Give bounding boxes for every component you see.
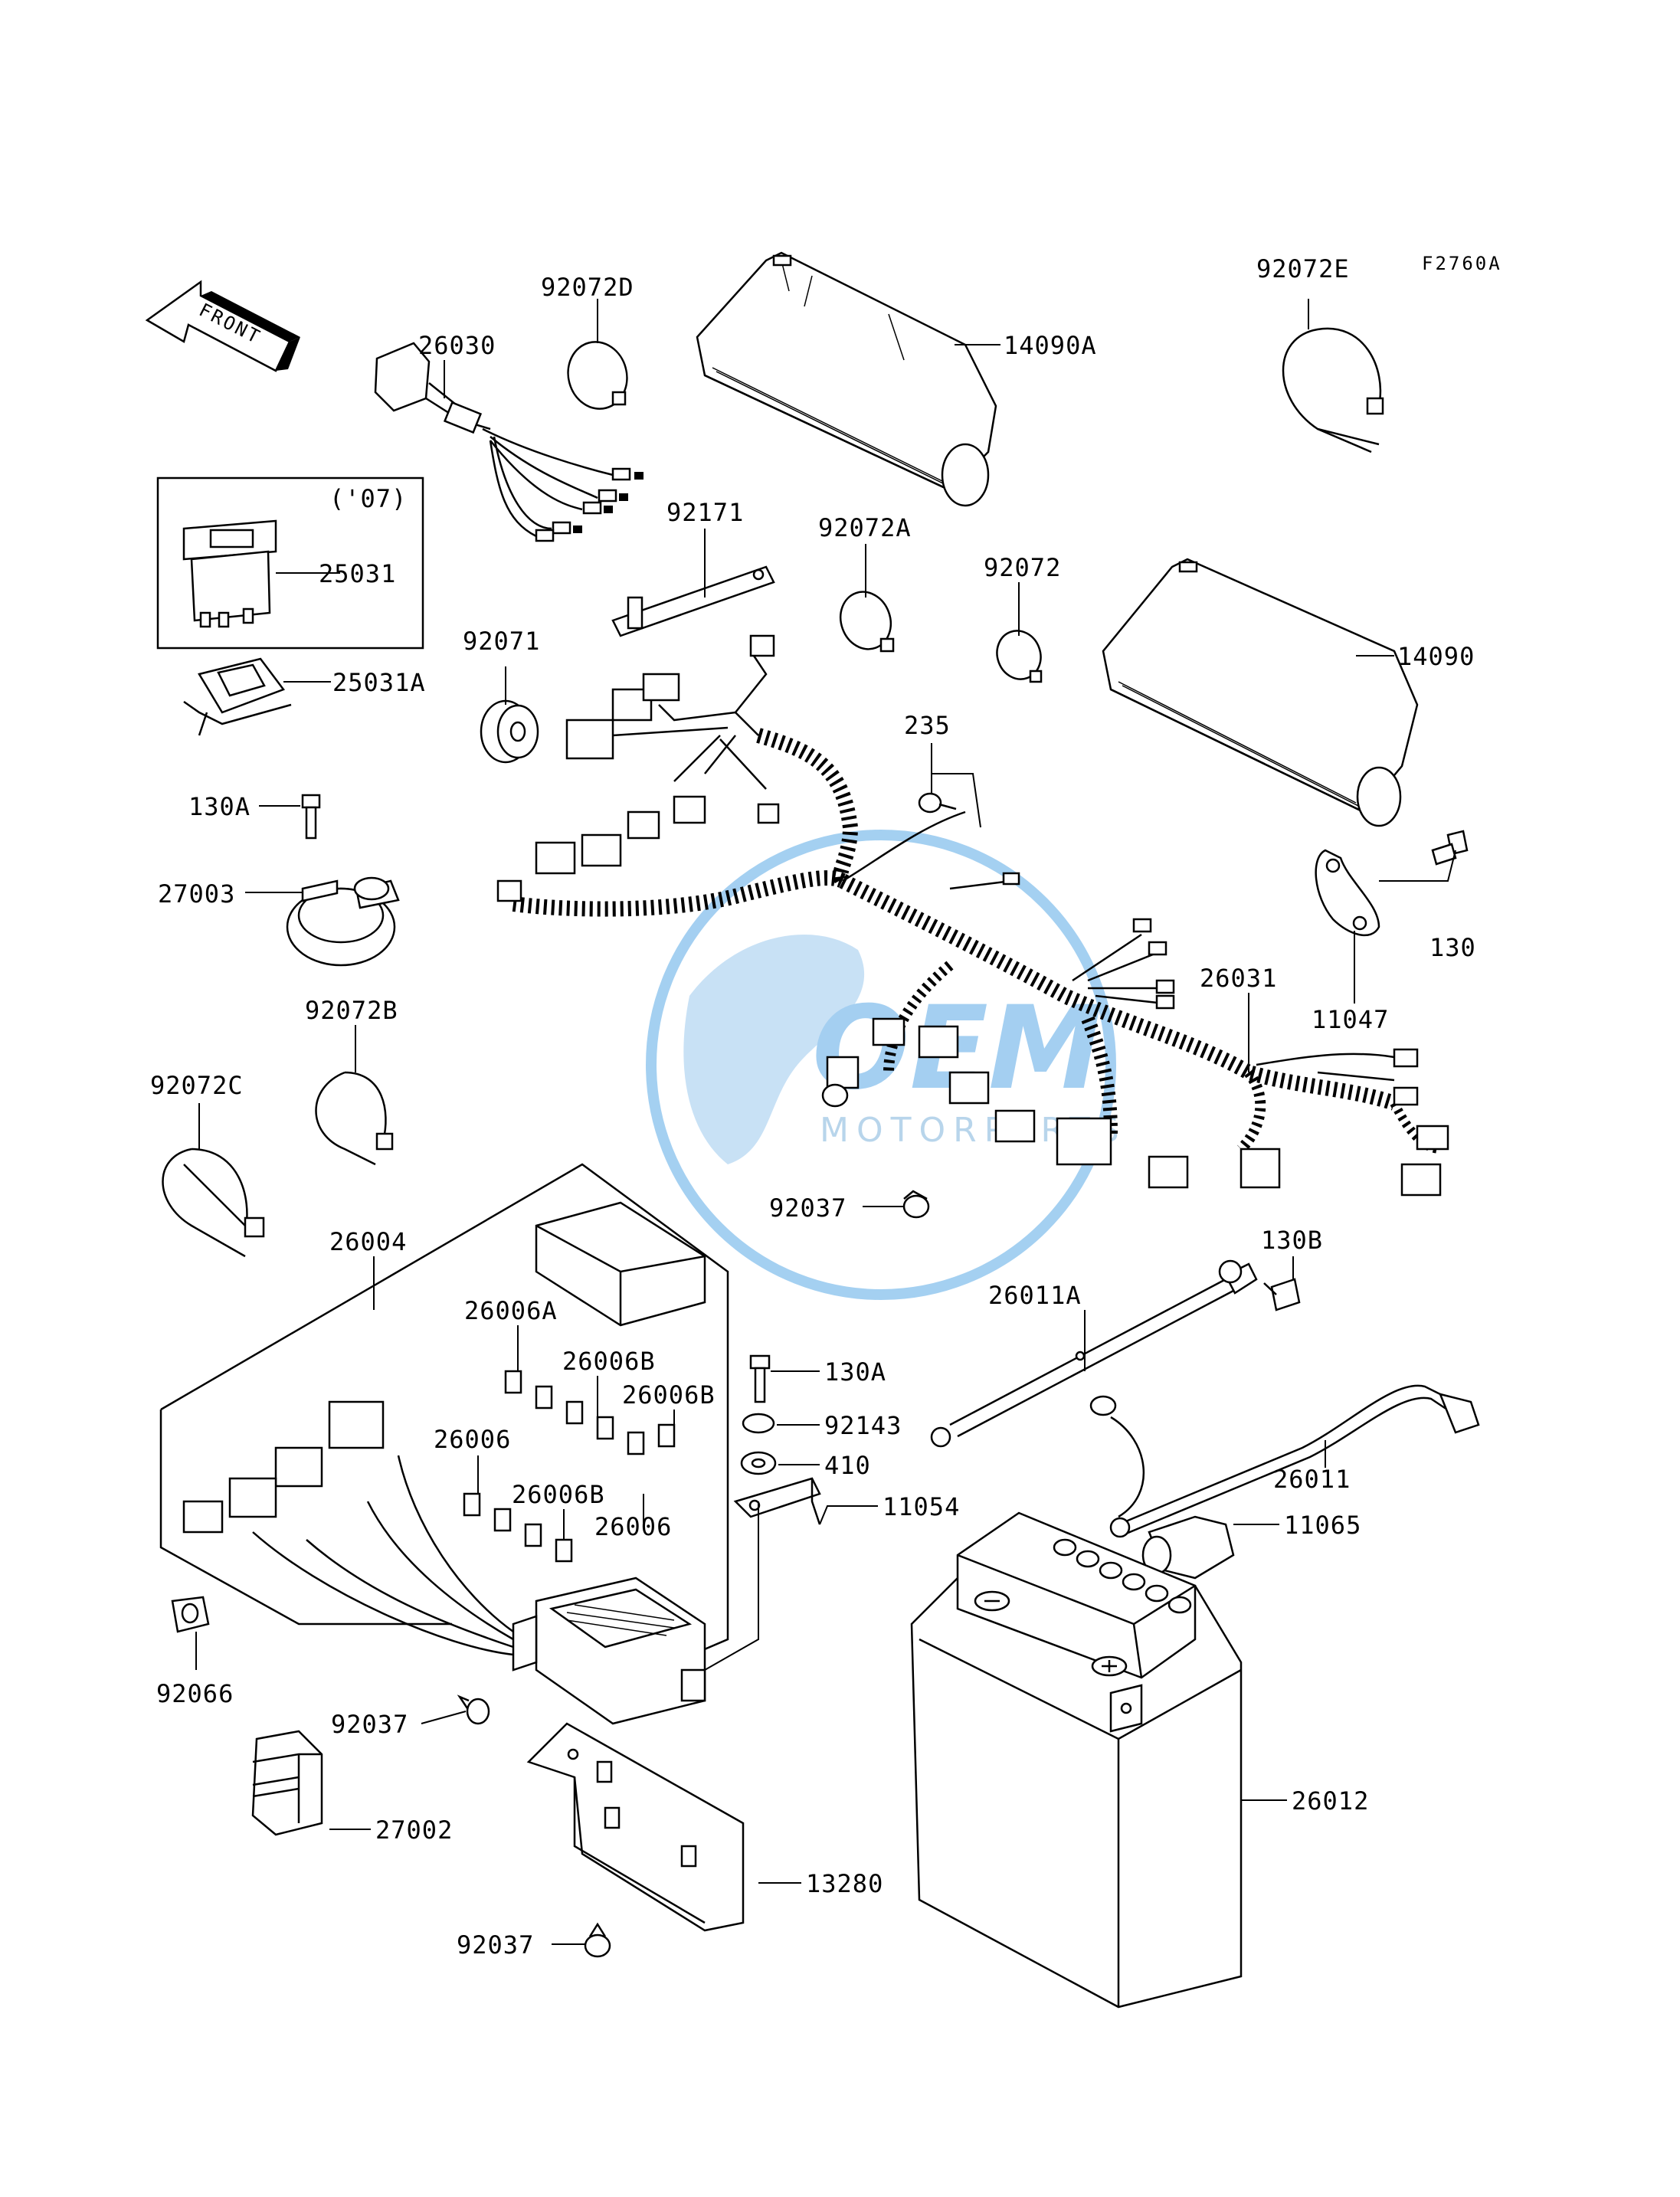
relay-27002-icon [251,1730,323,1836]
bracket-13280-icon [526,1722,745,1932]
label-27003: 27003 [158,879,235,909]
cable-band-92072d-icon [567,341,628,410]
label-92071: 92071 [463,627,540,656]
figure-code: F2760A [1422,253,1502,274]
rubber-92066-icon [171,1596,210,1633]
label-25031: 25031 [319,559,396,588]
main-harness-26031-icon [496,634,1449,1197]
hour-meter-box [156,476,424,650]
label-92037-mid: 92037 [769,1193,847,1223]
cover-14090-icon [1102,558,1419,827]
grommet-92071-icon [480,699,539,764]
label-11054: 11054 [883,1492,960,1521]
label-92171: 92171 [666,498,744,527]
battery-lead-26011-icon [1089,1384,1480,1538]
label-26011a: 26011A [988,1281,1082,1310]
label-26006-a: 26006 [434,1425,511,1454]
clamp-92037-low-icon [457,1694,490,1725]
stay-11047-icon [1315,849,1380,937]
junction-cover-icon [535,1201,706,1327]
label-25031a: 25031A [332,668,426,697]
label-92072c: 92072C [150,1071,244,1100]
label-130a-top: 130A [188,792,251,821]
label-11065: 11065 [1284,1511,1361,1540]
cover-14090a-icon [696,251,997,507]
label-92072d: 92072D [541,273,634,302]
label-26006-b: 26006 [594,1512,672,1541]
label-130: 130 [1429,933,1476,962]
bolt-130a-mid-icon [749,1354,771,1403]
label-410: 410 [824,1451,871,1480]
cable-band-92072a-icon [839,591,895,653]
label-130a-mid: 130A [824,1357,886,1387]
bracket-92171-icon [611,565,775,637]
label-26006b-c: 26006B [512,1480,605,1509]
label-92037-bot: 92037 [457,1930,534,1960]
hour-meter-25031-icon [182,519,277,628]
label-26006b-a: 26006B [562,1347,656,1376]
cable-band-92072b-icon [315,1071,394,1166]
label-14090: 14090 [1397,642,1475,671]
label-235: 235 [904,711,951,740]
clamp-92037-mid-icon [902,1190,930,1219]
label-92037-low: 92037 [331,1710,408,1739]
label-27002: 27002 [375,1816,453,1845]
cable-band-92072c-icon [162,1148,265,1258]
junction-group-outline [160,1163,729,1664]
watermark-globe-icon [683,935,865,1164]
horn-27003-icon [286,876,400,967]
battery-26012-icon [910,1511,1243,2009]
fuses-icon [463,1370,676,1563]
washer-410-icon [740,1451,777,1475]
label-26004: 26004 [329,1227,407,1256]
cable-band-92072e-icon [1282,327,1384,453]
label-26011: 26011 [1273,1465,1351,1494]
watermark-ring [646,830,1116,1300]
part-labels: 92072D 26030 14090A 92072E ('07) 25031 2… [150,254,1476,1960]
label-26031: 26031 [1200,964,1277,993]
bolt-130a-top-icon [301,794,321,840]
connector-a [749,634,775,657]
junction-box-26004-icon [182,1400,706,1725]
label-14090a: 14090A [1004,331,1097,360]
screw-235-icon [918,792,957,814]
cable-band-92072-icon [996,630,1043,683]
hour-meter-cover-25031a-icon [183,657,292,736]
label-26006b-b: 26006B [622,1380,716,1410]
label-26030: 26030 [418,331,496,360]
cap-11065-icon [1141,1515,1235,1580]
label-92072b: 92072B [305,996,398,1025]
label-92072: 92072 [984,553,1061,582]
battery-lead-26011a-icon [930,1259,1258,1448]
label-130b: 130B [1261,1226,1323,1255]
sub-harness-26030 [374,342,644,542]
label-92072e: 92072E [1256,254,1350,283]
front-arrow-icon: FRONT [145,280,300,372]
leader-lines [195,299,1456,1945]
label-13280: 13280 [806,1869,883,1898]
bolt-130b-icon [1263,1278,1301,1311]
bolt-130-icon [1431,830,1469,866]
label-92143: 92143 [824,1411,902,1440]
label-26012: 26012 [1292,1786,1369,1816]
clamp-92037-bot-icon [584,1922,611,1958]
label-11047: 11047 [1312,1005,1389,1034]
collar-92143-icon [742,1413,775,1434]
junction-group-outline-lower [159,1410,452,1626]
label-92072a: 92072A [818,513,912,542]
label-26006a: 26006A [464,1296,558,1325]
label-92066: 92066 [156,1679,234,1708]
label-year-note: ('07) [329,484,407,513]
bracket-11054-icon [733,1477,821,1525]
